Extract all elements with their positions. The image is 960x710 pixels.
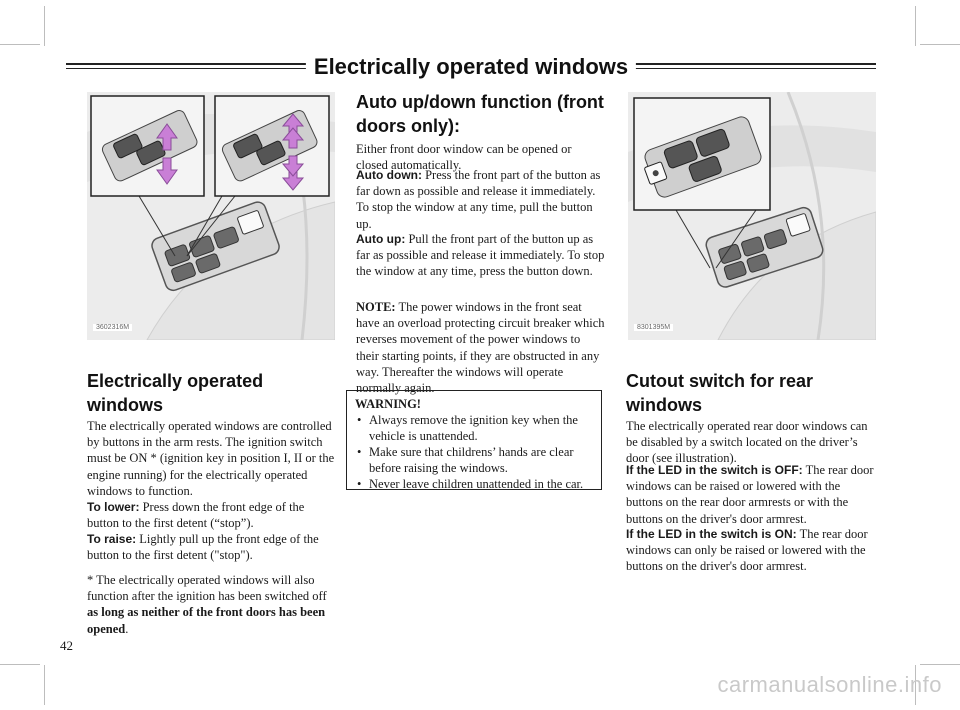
- auto-up: Auto up: Pull the front part of the butt…: [356, 231, 606, 280]
- page-number: 42: [60, 638, 73, 653]
- figure-code: 3602316M: [93, 324, 133, 331]
- footnote-end: .: [125, 621, 129, 636]
- warning-item: Always remove the ignition key when the …: [355, 412, 593, 444]
- warning-item: Make sure that childrens’ hands are clea…: [355, 444, 593, 476]
- figure-code: 8301395M: [634, 324, 674, 331]
- section-heading-auto: Auto up/down function (front doors only)…: [356, 92, 604, 136]
- auto-note: NOTE: The power windows in the front sea…: [356, 299, 606, 396]
- lower-label: To lower:: [87, 500, 140, 514]
- crop-mark: [0, 664, 40, 665]
- crop-mark: [920, 664, 960, 665]
- illustration-cutout-switch: 8301395M: [628, 92, 876, 340]
- cutout-on-text: The rear door windows can only be raised…: [626, 527, 868, 574]
- crop-mark: [44, 665, 45, 705]
- crop-mark: [915, 6, 916, 46]
- warning-list: Always remove the ignition key when the …: [355, 412, 593, 492]
- auto-intro: Either front door window can be opened o…: [356, 142, 572, 173]
- note-text: The power windows in the front seat have…: [356, 300, 605, 396]
- footnote-text: * The electrically operated windows will…: [87, 573, 327, 604]
- cutout-off-label: If the LED in the switch is OFF:: [626, 463, 803, 477]
- raise-text: Lightly pull up the front edge of the bu…: [87, 532, 319, 563]
- windows-raise: To raise: Lightly pull up the front edge…: [87, 531, 337, 563]
- page-title: Electrically operated windows: [305, 54, 637, 80]
- watermark: carmanualsonline.info: [717, 672, 942, 697]
- crop-mark: [915, 665, 916, 705]
- raise-label: To raise:: [87, 532, 137, 546]
- crop-mark: [920, 44, 960, 45]
- cutout-on: If the LED in the switch is ON: The rear…: [626, 526, 876, 575]
- crop-mark: [44, 6, 45, 46]
- footnote-bold: as long as neither of the front doors ha…: [87, 605, 326, 636]
- auto-down-label: Auto down:: [356, 168, 422, 182]
- auto-up-text: Pull the front part of the button up as …: [356, 232, 605, 279]
- illustration-window-switches: 3602316M: [87, 92, 335, 340]
- cutout-off: If the LED in the switch is OFF: The rea…: [626, 462, 876, 527]
- windows-lower: To lower: Press down the front edge of t…: [87, 499, 337, 531]
- warning-title: WARNING!: [355, 397, 421, 411]
- section-heading-cutout: Cutout switch for rear windows: [626, 371, 814, 415]
- section-heading-windows: Electrically operated windows: [87, 371, 264, 415]
- windows-intro: The electrically operated windows are co…: [87, 419, 335, 498]
- auto-up-label: Auto up:: [356, 232, 406, 246]
- cutout-intro: The electrically operated rear door wind…: [626, 419, 868, 466]
- auto-down: Auto down: Press the front part of the b…: [356, 167, 606, 232]
- warning-box: WARNING! Always remove the ignition key …: [346, 390, 602, 492]
- cutout-off-text: The rear door windows can be raised or l…: [626, 463, 874, 526]
- auto-down-text: Press the front part of the button as fa…: [356, 168, 601, 231]
- page-title-bar: Electrically operated windows: [66, 54, 876, 80]
- note-label: NOTE:: [356, 300, 396, 314]
- lower-text: Press down the front edge of the button …: [87, 500, 305, 531]
- warning-item: Never leave children unattended in the c…: [355, 476, 593, 492]
- crop-mark: [0, 44, 40, 45]
- cutout-on-label: If the LED in the switch is ON:: [626, 527, 797, 541]
- windows-footnote: * The electrically operated windows will…: [87, 572, 337, 637]
